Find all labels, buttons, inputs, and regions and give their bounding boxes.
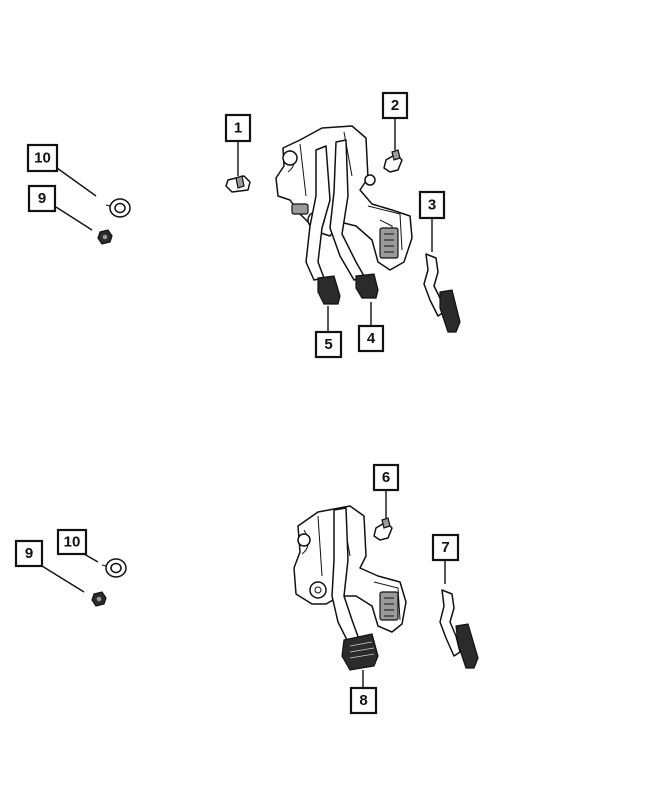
manual-pedal-assembly (55, 118, 461, 333)
automatic-pedal-assembly (41, 490, 479, 688)
callout-2: 2 (381, 91, 409, 120)
svg-text:9: 9 (25, 545, 33, 562)
part-9-nut-top (97, 229, 113, 245)
clutch-pedal-pad (317, 275, 341, 305)
part-10-washer-nut-bottom (101, 558, 127, 578)
callout-6: 6 (372, 463, 400, 492)
svg-text:8: 8 (359, 692, 367, 709)
callout-3: 3 (418, 190, 446, 220)
callout-7: 7 (431, 533, 460, 562)
callout-1: 1 (224, 113, 252, 143)
callout-5: 5 (314, 330, 343, 359)
svg-text:10: 10 (34, 150, 51, 167)
svg-text:1: 1 (234, 120, 242, 137)
pedal-bracket-lower (293, 505, 407, 633)
brake-pedal-pad-lower (341, 633, 379, 671)
svg-text:6: 6 (382, 469, 390, 486)
callout-10-top: 10 (26, 143, 59, 173)
svg-text:5: 5 (324, 336, 332, 353)
callout-8: 8 (349, 686, 378, 715)
callout-9-bottom: 9 (14, 539, 44, 568)
part-3-accelerator-pedal (423, 253, 461, 333)
svg-text:10: 10 (64, 534, 81, 551)
brake-pedal-pad (355, 273, 379, 299)
part-7-accelerator-pedal (439, 589, 479, 669)
part-1-switch (225, 175, 251, 193)
svg-text:3: 3 (428, 197, 436, 214)
svg-text:4: 4 (367, 330, 376, 347)
callout-4: 4 (357, 324, 385, 353)
part-10-washer-nut-top (105, 198, 131, 218)
svg-text:7: 7 (441, 539, 449, 556)
callout-9-top: 9 (27, 184, 57, 213)
part-6-switch (373, 517, 393, 541)
callout-10-bottom: 10 (56, 528, 88, 556)
svg-text:2: 2 (391, 97, 399, 114)
part-9-nut-bottom (91, 591, 107, 607)
part-2-switch (383, 149, 403, 173)
svg-text:9: 9 (38, 190, 46, 207)
